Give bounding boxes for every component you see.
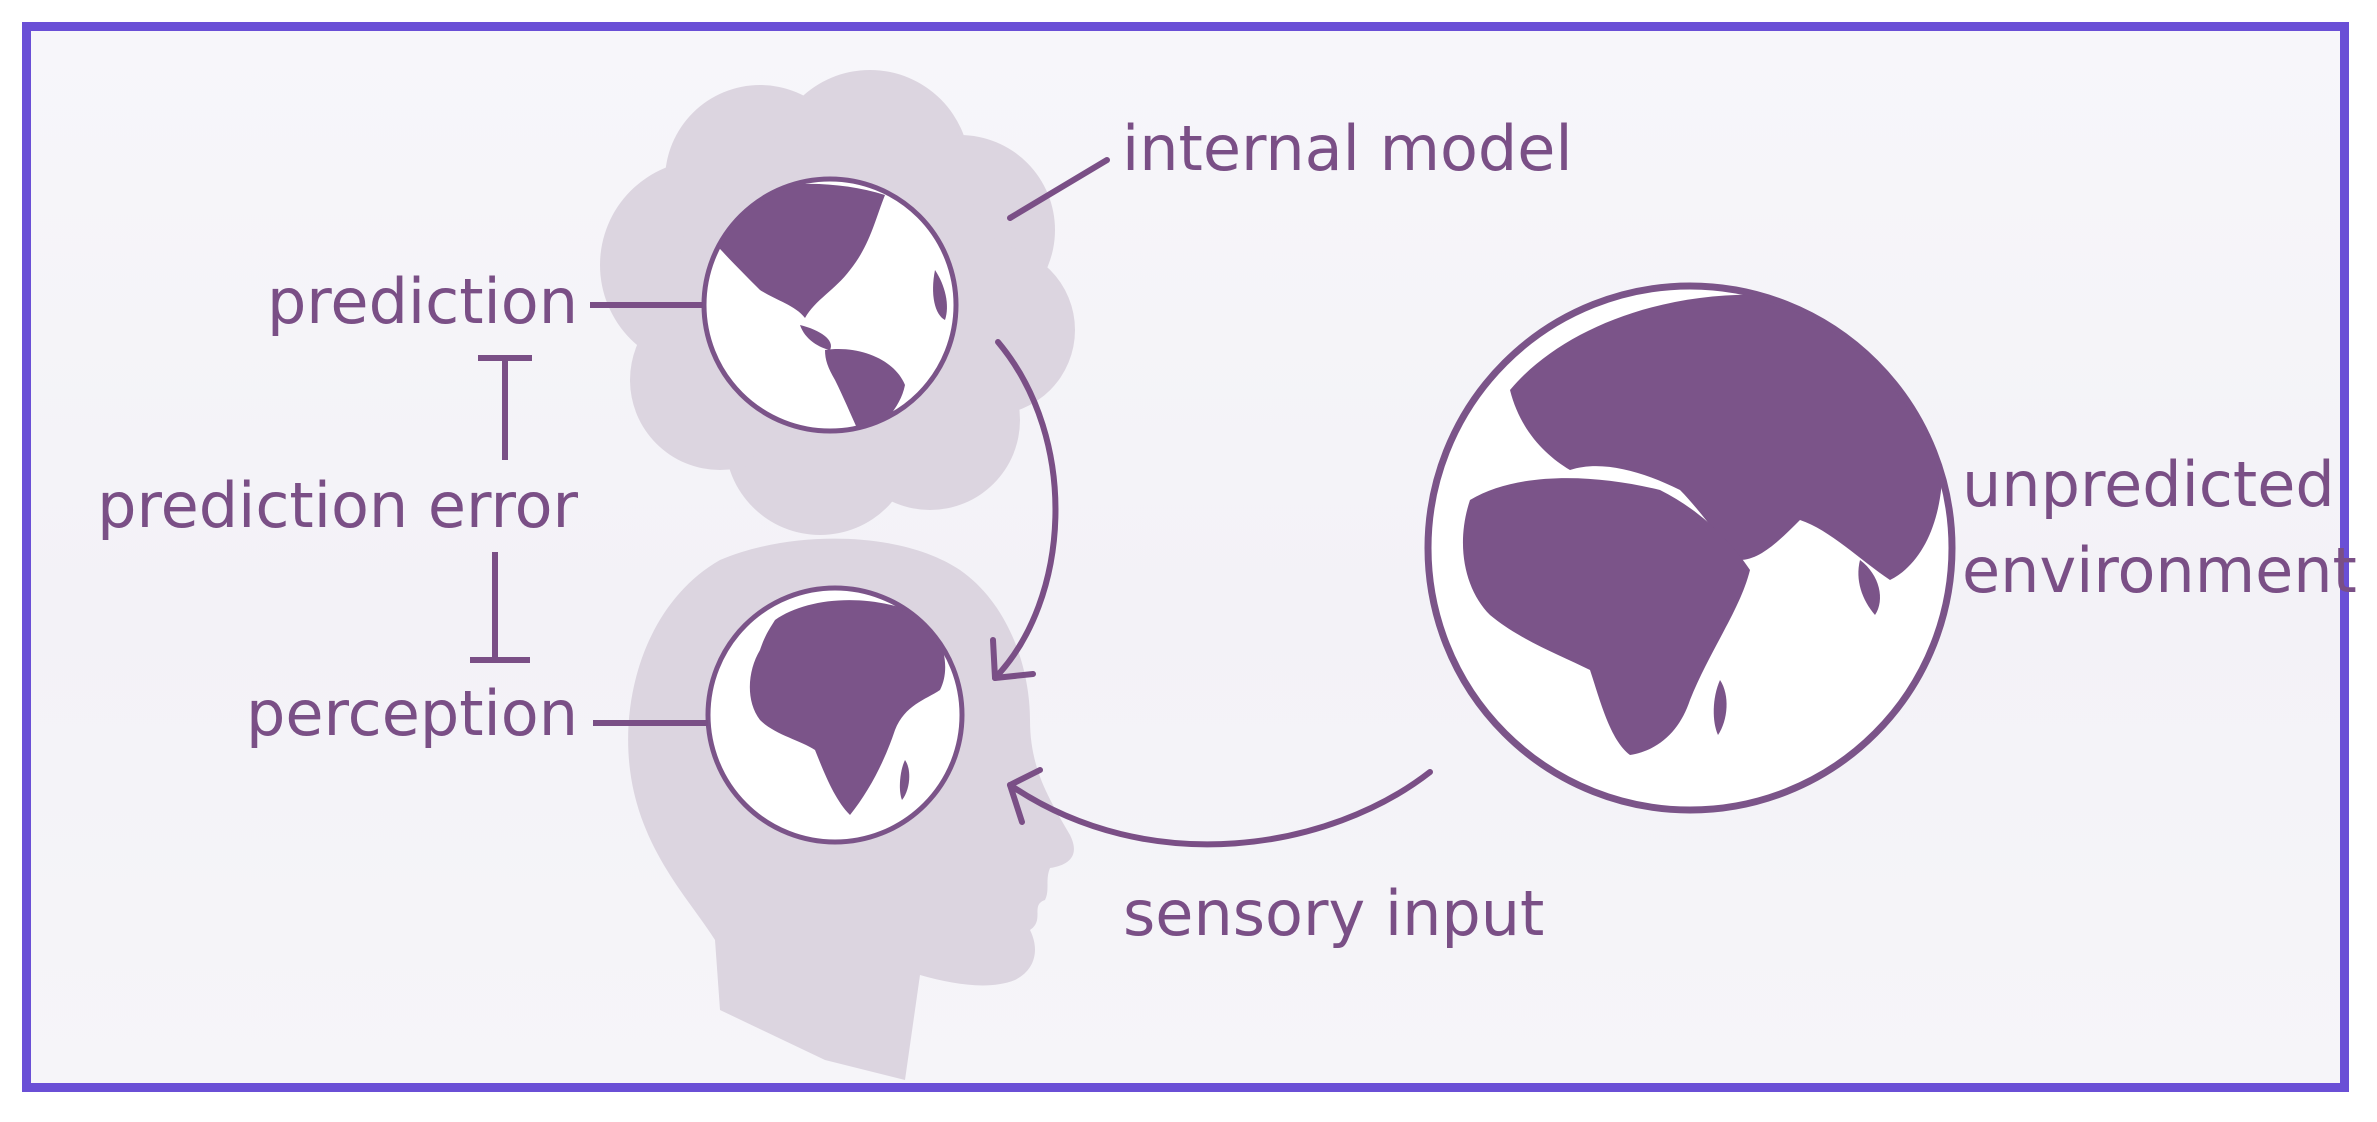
- prediction-error-bracket: [470, 355, 532, 663]
- unpredicted-environment-label-line2: environment: [1962, 534, 2357, 607]
- perception-label: perception: [246, 677, 578, 750]
- prediction-error-label: prediction error: [97, 469, 578, 542]
- unpredicted-environment-label-line1: unpredicted: [1962, 448, 2335, 521]
- internal-model-leader: [1007, 157, 1110, 221]
- sensory-input-arrow: [1007, 767, 1433, 848]
- globe-americas-icon: [701, 176, 959, 434]
- internal-model-label: internal model: [1122, 112, 1573, 185]
- globe-africa-icon: [705, 585, 965, 845]
- prediction-to-perception-arrow: [990, 339, 1059, 681]
- prediction-label: prediction: [267, 265, 578, 338]
- sensory-input-label: sensory input: [1123, 877, 1544, 950]
- diagram-frame: [22, 22, 2349, 1092]
- globe-africa-large-icon: [1424, 282, 1956, 814]
